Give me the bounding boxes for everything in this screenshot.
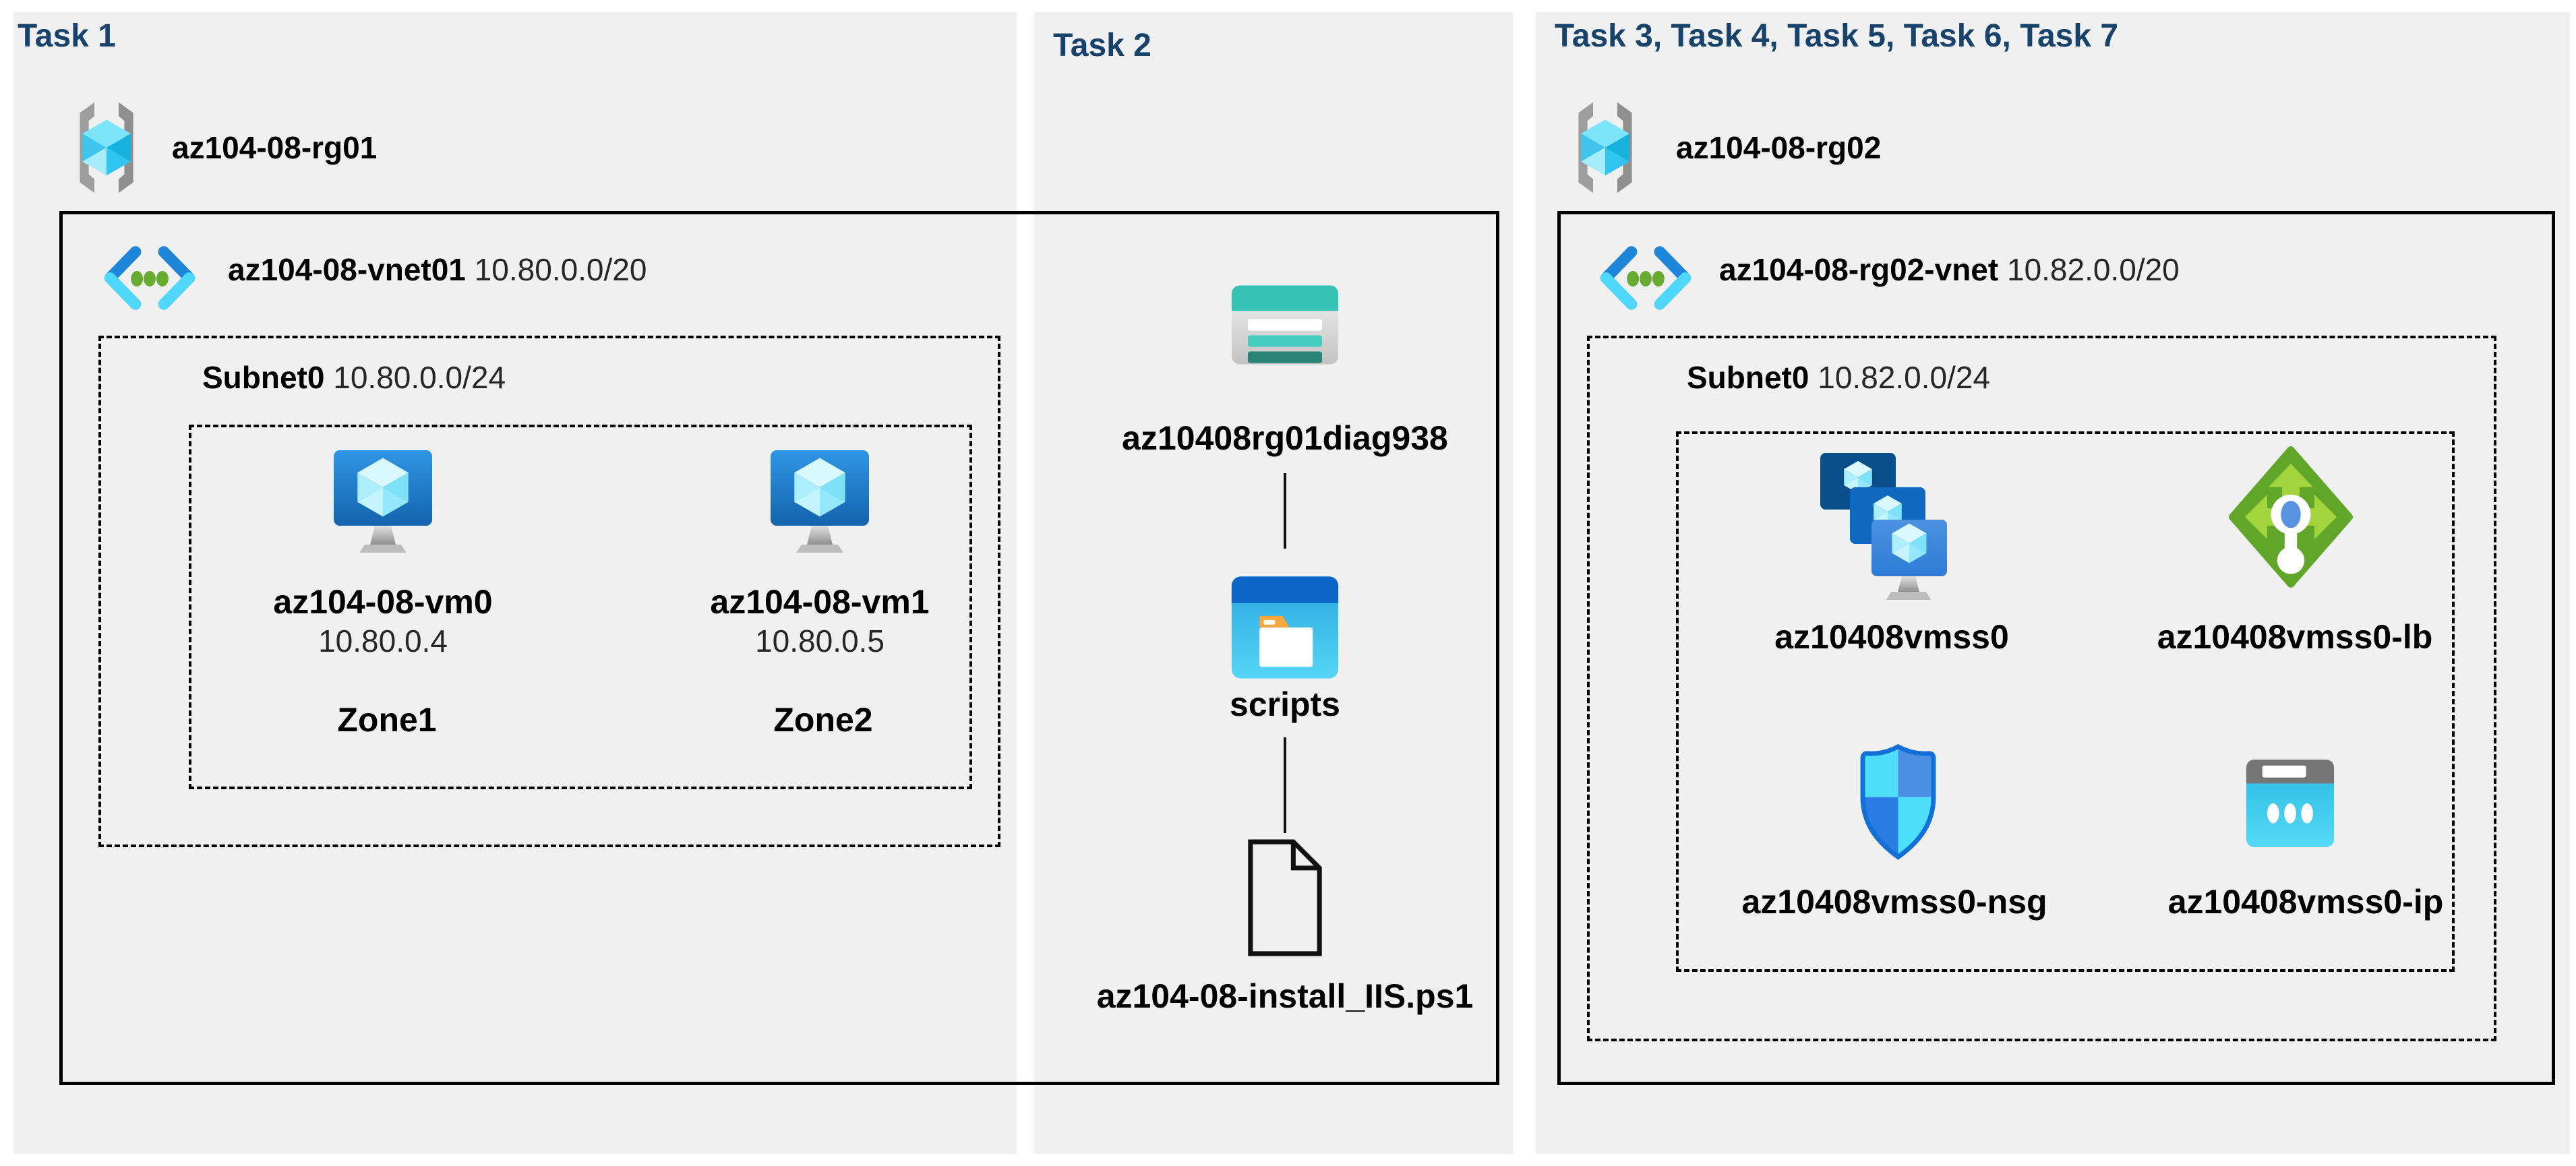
vm0-ip: 10.80.0.4 [318,623,448,658]
subnet0-label-task3: Subnet0 10.82.0.0/24 [1687,361,1990,395]
vm1-name: az104-08-vm1 [710,583,930,621]
resource-group-icon-rg02 [1561,99,1650,196]
network-security-group-icon [1860,743,1936,860]
rg02-vnet-cidr: 10.82.0.0/20 [2006,252,2180,287]
panel-task1 [13,12,1017,1154]
task2-title: Task 2 [1053,28,1151,63]
public-ip-label: az10408vmss0-ip [2167,883,2444,921]
virtual-network-icon-rg02 [1595,243,1696,313]
subnet0-inner-dashed-box-task3 [1676,431,2455,972]
rg02-vnet-name: az104-08-rg02-vnet [1719,252,1999,287]
vm0-zone: Zone1 [337,701,437,739]
vnet01-label: az104-08-vnet01 10.80.0.0/20 [228,253,647,287]
storage-account-label: az10408rg01diag938 [1122,419,1448,457]
virtual-machine-icon-vm1 [771,450,869,553]
vm0-name: az104-08-vm0 [273,583,493,621]
connector-scripts-to-file [1284,737,1286,833]
load-balancer-label: az10408vmss0-lb [2157,618,2433,656]
deployment-boundary-box-right [1557,211,2555,1085]
vmss-label: az10408vmss0 [1774,618,2009,656]
subnet0-cidr-task1: 10.80.0.0/24 [333,360,506,395]
subnet0-dashed-box-task1 [98,336,1000,847]
vm1-ip: 10.80.0.5 [755,623,885,658]
public-ip-icon [2246,759,2335,848]
subnet0-inner-dashed-box-task1 [189,425,972,789]
script-file-icon [1248,839,1322,956]
resource-group-icon [62,99,151,196]
vm1-zone: Zone2 [773,701,873,739]
load-balancer-icon [2229,446,2353,588]
panel-task3 [1536,12,2570,1154]
subnet0-name-task3: Subnet0 [1687,360,1809,395]
subnet0-label-task1: Subnet0 10.80.0.0/24 [202,361,506,395]
subnet0-cidr-task3: 10.82.0.0/24 [1818,360,1991,395]
nsg-label: az10408vmss0-nsg [1741,883,2047,921]
vm-scale-set-icon [1820,453,1947,600]
virtual-machine-icon-vm0 [334,450,432,553]
rg02-label: az104-08-rg02 [1676,130,1882,165]
rg01-label: az104-08-rg01 [172,130,378,165]
virtual-network-icon [99,243,200,313]
subnet0-name-task1: Subnet0 [202,360,325,395]
scripts-container-label: scripts [1230,685,1340,723]
vnet01-cidr: 10.80.0.0/20 [474,252,647,287]
rg02-vnet-label: az104-08-rg02-vnet 10.82.0.0/20 [1719,253,2180,287]
task1-title: Task 1 [18,18,116,54]
connector-storage-to-scripts [1284,473,1286,549]
deployment-boundary-box-left [59,211,1499,1085]
vnet01-name: az104-08-vnet01 [228,252,466,287]
blob-container-icon [1231,576,1339,679]
subnet0-dashed-box-task3 [1587,336,2496,1041]
storage-account-icon [1231,285,1339,365]
task3-title: Task 3, Task 4, Task 5, Task 6, Task 7 [1555,18,2119,54]
script-file-label: az104-08-install_IIS.ps1 [1096,977,1474,1015]
